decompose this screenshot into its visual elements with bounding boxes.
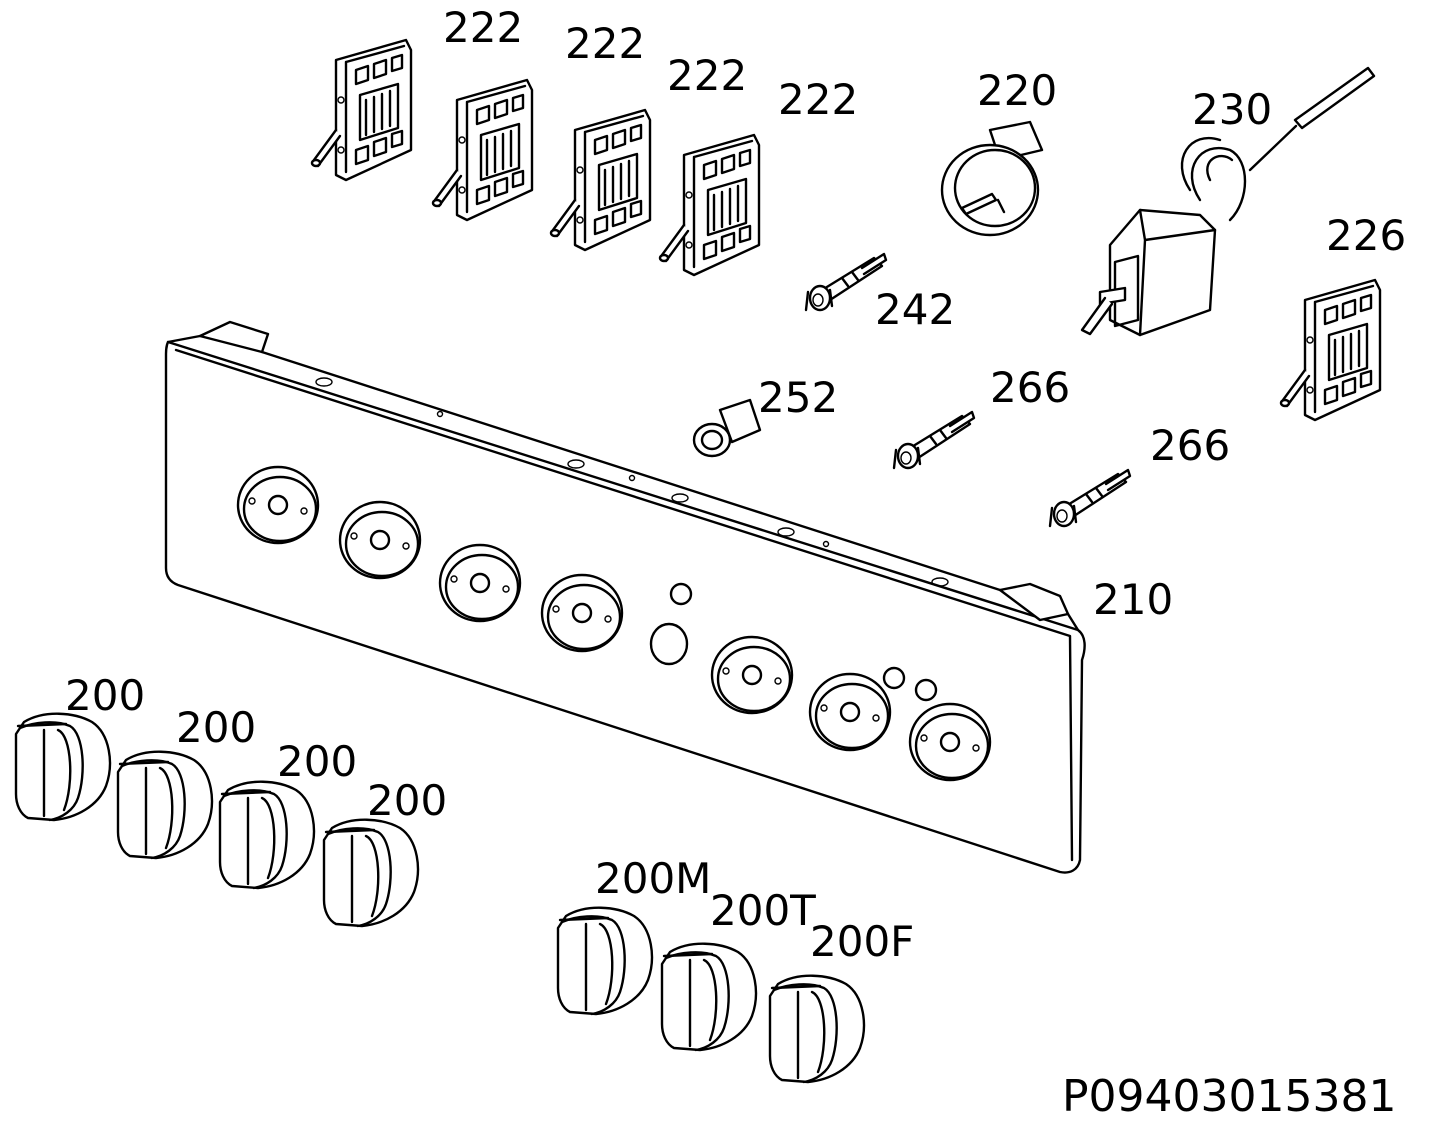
knob-thermostat-part — [660, 942, 758, 1052]
timer-part — [940, 120, 1044, 237]
label-pilot-lamp: 252 — [758, 373, 838, 422]
drawing-code: P09403015381 — [1062, 1071, 1396, 1122]
label-knob-timer: 200M — [595, 854, 711, 903]
label-switch-5: 226 — [1326, 211, 1406, 260]
label-knob-4: 200 — [367, 776, 447, 825]
knob-function-part — [768, 974, 866, 1084]
label-knob-1: 200 — [65, 671, 145, 720]
label-switch-4: 222 — [778, 75, 858, 124]
label-knob-thermostat: 200T — [710, 886, 816, 935]
indicator-lamp-part-1 — [804, 252, 888, 312]
control-panel-part — [164, 320, 1086, 874]
knob-part-1 — [14, 712, 112, 822]
switch-part-3 — [549, 108, 652, 252]
label-knob-function: 200F — [810, 917, 914, 966]
label-timer: 220 — [977, 66, 1057, 115]
switch-part-2 — [431, 78, 534, 222]
label-knob-2: 200 — [176, 703, 256, 752]
label-switch-2: 222 — [565, 19, 645, 68]
pilot-lamp-part — [692, 398, 762, 458]
label-knob-3: 200 — [277, 737, 357, 786]
label-control-panel: 210 — [1093, 575, 1173, 624]
indicator-lamp-part-2 — [892, 410, 976, 470]
switch-part-5 — [1279, 278, 1382, 422]
switch-part-1 — [310, 38, 413, 182]
label-indicator-lamp-3: 266 — [1150, 421, 1230, 470]
label-indicator-lamp-1: 242 — [875, 285, 955, 334]
knob-timer-part — [556, 906, 654, 1016]
label-switch-3: 222 — [667, 51, 747, 100]
switch-part-4 — [658, 133, 761, 277]
knob-part-2 — [116, 750, 214, 860]
thermostat-part — [1080, 66, 1376, 337]
knob-part-3 — [218, 780, 316, 890]
knob-part-4 — [322, 818, 420, 928]
label-thermostat: 230 — [1192, 85, 1272, 134]
label-indicator-lamp-2: 266 — [990, 363, 1070, 412]
indicator-lamp-part-3 — [1048, 468, 1132, 528]
label-switch-1: 222 — [443, 3, 523, 52]
